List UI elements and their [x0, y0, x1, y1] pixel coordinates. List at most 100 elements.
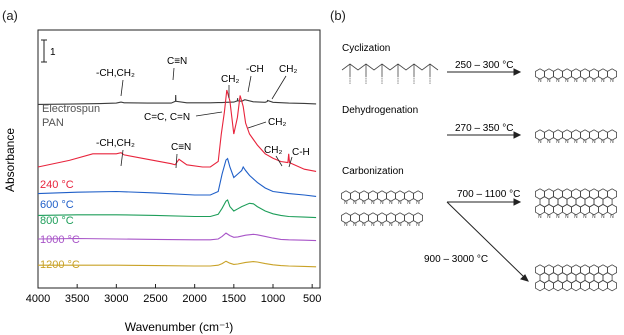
series-label-240: 240 °C	[40, 179, 74, 191]
dehydrogenated-nitrogen-label: N	[592, 139, 596, 145]
graphite-sheet-ring	[589, 279, 599, 292]
series-layer	[37, 89, 317, 268]
pan-chain-structure	[341, 63, 439, 84]
carbon-sheet-nitrogen-label: N	[574, 214, 578, 220]
cyclized-nitrogen-label: N	[601, 78, 605, 84]
precursor-b-nitrogen-label: N	[389, 222, 393, 228]
condition-dehydrogenation: 270 – 350 °C	[455, 123, 514, 134]
annotation-ch2-low: CH₂	[264, 145, 282, 156]
cyclized-nitrogen-label: N	[592, 78, 596, 84]
x-tick-label: 1500	[222, 293, 246, 305]
graphite-sheet-ring	[580, 279, 590, 292]
precursor-a-nitrogen-label: N	[371, 200, 375, 206]
annotation-cn-mid: C≡N	[171, 142, 191, 153]
graphite-sheet-ring	[535, 279, 545, 292]
dehydrogenated-nitrogen-label: N	[538, 139, 542, 145]
precursor-a-nitrogen-label: N	[344, 200, 348, 206]
panel-label-b: (b)	[330, 8, 346, 23]
carbon-sheet-nitrogen-label: N	[601, 214, 605, 220]
carbon-sheet-nitrogen-label: N	[610, 214, 614, 220]
x-tick-label: 4000	[26, 293, 50, 305]
series-label-800: 800 °C	[40, 215, 74, 227]
series-label-pan-line2: PAN	[42, 117, 64, 129]
scale-bar-label: 1	[50, 47, 56, 58]
precursor-b-nitrogen-label: N	[416, 222, 420, 228]
step-title-cyclization: Cyclization	[342, 43, 390, 54]
precursor-a-nitrogen-label: N	[389, 200, 393, 206]
graphite-sheet-ring	[562, 279, 572, 292]
cyclized-nitrogen-label: N	[583, 78, 587, 84]
annotation-ch-ch2-top: -CH,CH₂	[96, 68, 135, 79]
annotation-ch2-mid: CH₂	[268, 117, 286, 128]
annotation-cn-top: C≡N	[167, 56, 187, 67]
carbon-sheet-nitrogen-label: N	[592, 214, 596, 220]
precursor-b-nitrogen-label: N	[344, 222, 348, 228]
series-line-1	[37, 89, 317, 172]
cyclized-ring	[607, 68, 617, 80]
series-label-pan-line1: Electrospun	[42, 103, 100, 115]
precursor-b-nitrogen-label: N	[407, 222, 411, 228]
annotation-ch-top: -CH	[246, 64, 264, 75]
precursor-a-nitrogen-label: N	[353, 200, 357, 206]
dehydrogenated-nitrogen-label: N	[610, 139, 614, 145]
annotation-ch2-right-top: CH₂	[279, 64, 297, 75]
arrows	[446, 68, 529, 282]
series-label-600: 600 °C	[40, 199, 74, 211]
annotation-c-h: C-H	[292, 147, 310, 158]
graphite-sheet-ring	[571, 279, 581, 292]
x-tick-label: 1000	[261, 293, 285, 305]
precursor-b-nitrogen-label: N	[362, 222, 366, 228]
precursor-b-nitrogen-label: N	[380, 222, 384, 228]
dehydrogenated-ring	[607, 129, 617, 141]
series-label-1000: 1000 °C	[40, 234, 80, 246]
condition-carbonization-2: 900 – 3000 °C	[424, 254, 488, 265]
series-label-1200: 1200 °C	[40, 259, 80, 271]
graphite-sheet-ring	[598, 279, 608, 292]
carbon-sheet-nitrogen-label: N	[538, 214, 542, 220]
dehydrogenated-nitrogen-label: N	[574, 139, 578, 145]
reaction-scheme: Cyclization Dehydrogenation Carbonizatio…	[341, 43, 617, 292]
condition-cyclization: 250 – 300 °C	[455, 60, 514, 71]
series-line-0	[37, 94, 317, 105]
condition-carbonization-1: 700 – 1100 °C	[457, 189, 520, 200]
y-axis-label: Absorbance	[3, 128, 17, 192]
dehydrogenated-nitrogen-label: N	[601, 139, 605, 145]
precursor-a-nitrogen-label: N	[398, 200, 402, 206]
cyclized-nitrogen-label: N	[610, 78, 614, 84]
precursor-a-nitrogen-label: N	[362, 200, 366, 206]
precursor-a-nitrogen-label: N	[416, 200, 420, 206]
annotation-ch2-top: CH₂	[221, 74, 239, 85]
step-title-dehydrogenation: Dehydrogenation	[342, 105, 418, 116]
graphite-sheet-ring	[607, 279, 617, 292]
precursor-b-nitrogen-label: N	[371, 222, 375, 228]
annotation-ch-ch2-mid: -CH,CH₂	[96, 138, 135, 149]
plot-frame	[37, 29, 321, 289]
carbon-sheet-nitrogen-label: N	[556, 214, 560, 220]
carbon-sheet-nitrogen-label: N	[565, 214, 569, 220]
cyclized-nitrogen-label: N	[565, 78, 569, 84]
precursor-b-nitrogen-label: N	[398, 222, 402, 228]
cyclized-nitrogen-label: N	[547, 78, 551, 84]
step-title-carbonization: Carbonization	[342, 166, 404, 177]
series-line-3	[37, 199, 317, 219]
x-tick-label: 2000	[182, 293, 206, 305]
annotation-cc-cn: C=C, C=N	[144, 112, 190, 123]
carbon-sheet-nitrogen-label: N	[583, 214, 587, 220]
carbon-sheet-ring	[607, 203, 617, 216]
graphite-sheet-ring	[544, 279, 554, 292]
x-tick-label: 2500	[143, 293, 167, 305]
graphite-sheet-ring	[553, 279, 563, 292]
dehydrogenated-nitrogen-label: N	[565, 139, 569, 145]
dehydrogenated-nitrogen-label: N	[583, 139, 587, 145]
precursor-a-nitrogen-label: N	[407, 200, 411, 206]
precursor-a-ring	[413, 190, 424, 202]
carbon-sheet-nitrogen-label: N	[547, 214, 551, 220]
series-line-5	[38, 260, 317, 268]
precursor-b-ring	[413, 212, 424, 224]
x-tick-label: 500	[303, 293, 321, 305]
dehydrogenated-nitrogen-label: N	[556, 139, 560, 145]
